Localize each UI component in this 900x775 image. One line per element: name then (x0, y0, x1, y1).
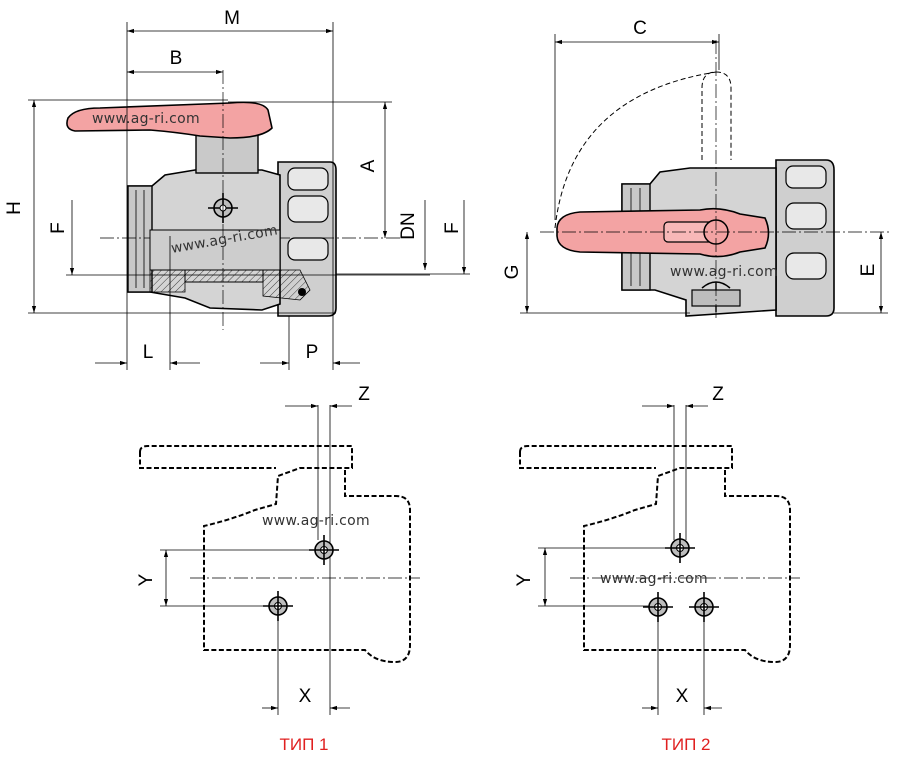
valve-handle (66, 101, 273, 139)
watermark: www.ag-ri.com (92, 111, 200, 127)
type2-mounting-pattern: Z Y X www.ag-ri.com ТИП 2 (514, 384, 800, 754)
dim-label-X-type2: X (676, 686, 689, 707)
top-view: C G E www.ag-ri.com (502, 18, 892, 320)
dim-label-L: L (143, 342, 154, 363)
left-thread-end (127, 185, 153, 293)
dim-label-Y-type1: Y (136, 573, 157, 586)
dim-label-Z-type1: Z (358, 384, 370, 405)
dim-label-C: C (633, 18, 647, 39)
dim-label-M: M (224, 8, 240, 29)
dim-label-DN: DN (398, 212, 419, 239)
dim-label-E: E (858, 264, 879, 277)
dim-label-F-left: F (48, 222, 69, 234)
type1-mounting-pattern: Z Y X www.ag-ri.com ТИП 1 (136, 384, 420, 754)
side-view: M B H A F DN F L P www.ag-ri.com w (4, 8, 470, 370)
screw-icon (643, 592, 673, 622)
watermark: www.ag-ri.com (670, 264, 778, 280)
dim-label-Z-type2: Z (712, 384, 724, 405)
screw-icon (689, 592, 719, 622)
watermark: www.ag-ri.com (262, 513, 370, 529)
dim-label-H: H (4, 201, 25, 215)
caption-type2: ТИП 2 (662, 735, 711, 754)
caption-type1: ТИП 1 (280, 735, 329, 754)
screw-icon (309, 535, 339, 565)
dim-label-X-type1: X (299, 686, 312, 707)
screw-icon (665, 533, 695, 563)
dim-label-G: G (502, 265, 523, 280)
dim-label-Y-type2: Y (514, 573, 535, 586)
valve-stem (195, 132, 259, 174)
dim-label-A: A (358, 159, 379, 172)
dim-label-B: B (170, 48, 183, 69)
valve-handle-top (556, 207, 770, 258)
watermark: www.ag-ri.com (600, 571, 708, 587)
screw-icon (263, 591, 293, 621)
dim-label-P: P (306, 342, 319, 363)
dim-label-F-right: F (442, 222, 463, 234)
